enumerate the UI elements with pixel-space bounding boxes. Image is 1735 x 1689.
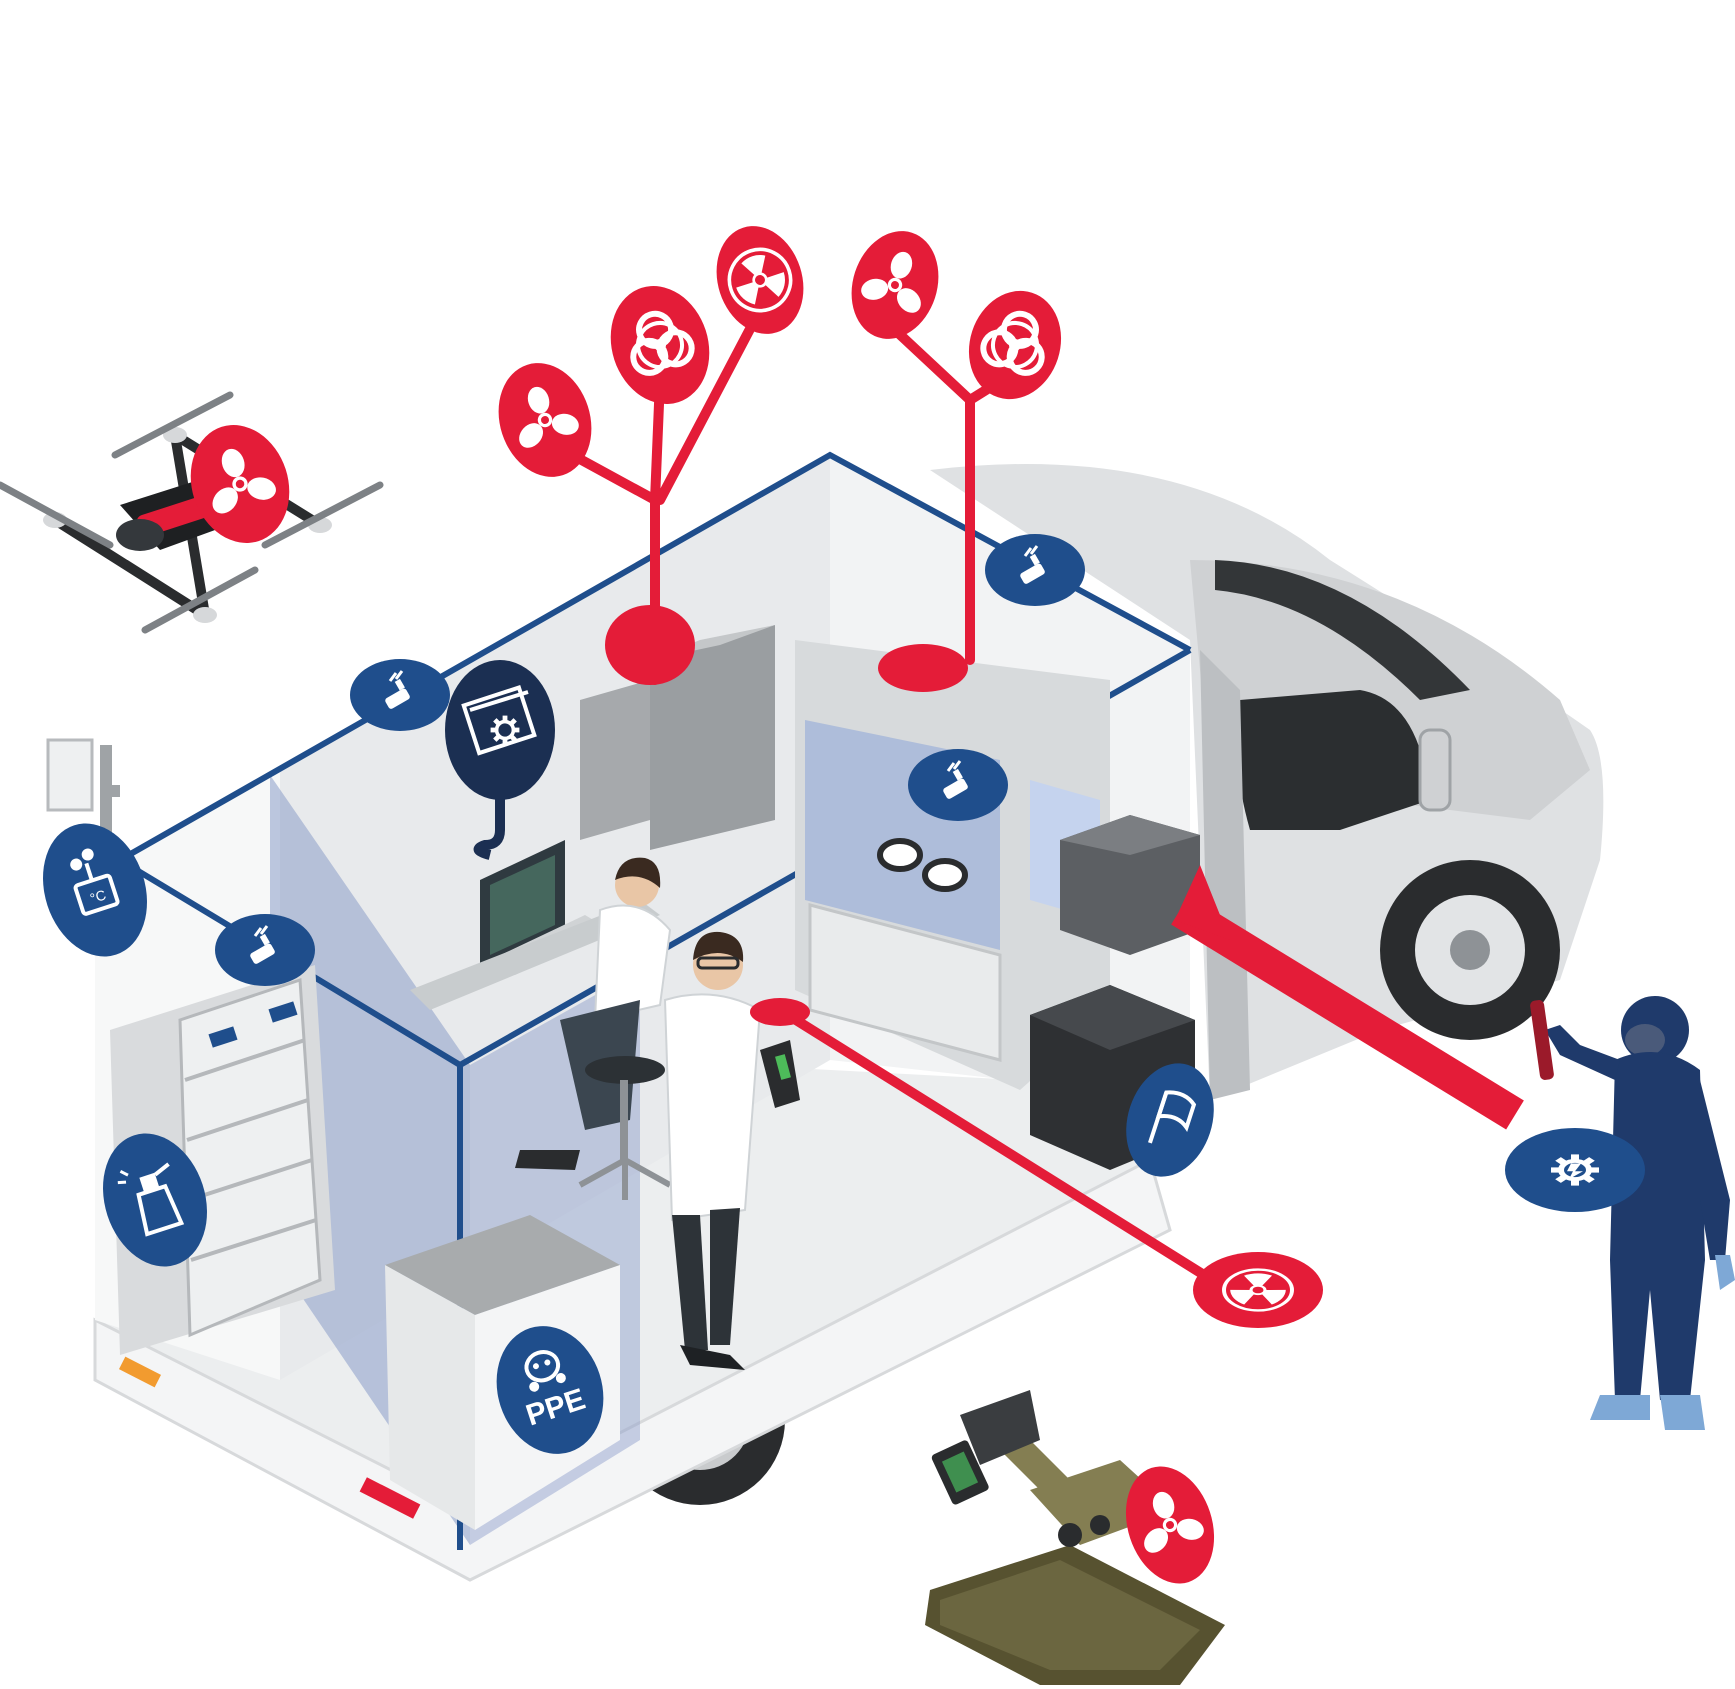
weather-station [46,738,120,855]
flag-icon [1148,1090,1197,1144]
bomb-disposal-robot [925,1390,1225,1685]
weather-station-icon: °C [70,848,120,916]
computer-workstation [410,840,660,1010]
van-windshield [1215,560,1470,700]
drone [0,391,384,634]
info-badges: °C PP [43,534,1645,1454]
svg-text:°C: °C [88,886,108,906]
standing-scientist [663,931,800,1370]
floor-marker-right [878,644,968,692]
stool [578,1056,672,1200]
software-badge [445,660,555,860]
analyzer-box-grey [1060,815,1200,955]
floor-marker-left [605,605,695,685]
van-mirror [1418,728,1452,812]
van-side-panel [1200,650,1250,1100]
spray-bottle-icon [117,1162,185,1237]
van-side-window [1236,690,1430,830]
gas-mask-icon [524,1350,566,1392]
hazmat-responder [1530,996,1735,1430]
electrical-gear-icon [1551,1154,1599,1185]
equipment-box-1 [580,680,650,840]
ppe-station [385,1215,620,1530]
hazard-callouts [190,226,1524,1584]
software-settings-icon [461,685,537,756]
equipment-box-2 [650,625,775,850]
